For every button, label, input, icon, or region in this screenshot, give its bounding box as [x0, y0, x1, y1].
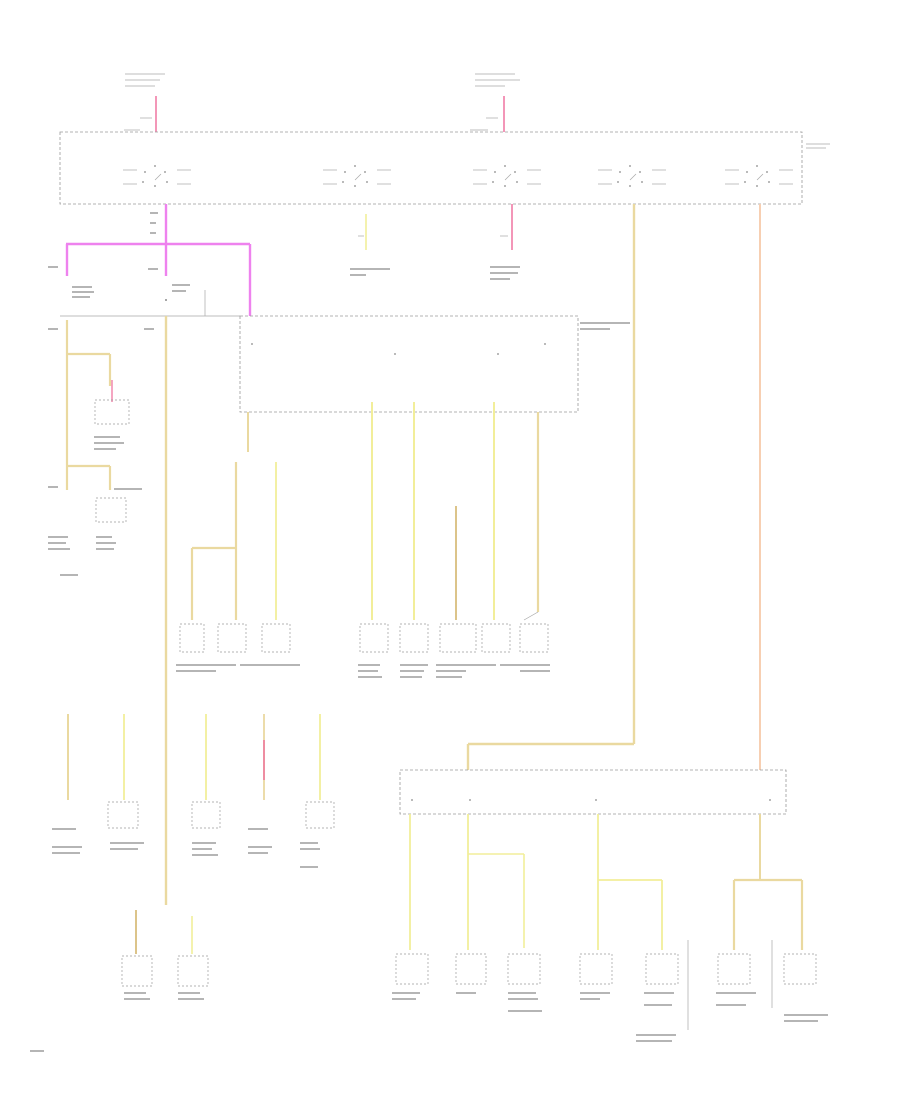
wire-mid-left-group — [190, 412, 277, 620]
wire-left-column — [65, 320, 113, 490]
component-rp-4 — [579, 953, 613, 985]
component-rp-1 — [395, 953, 429, 985]
fuse-stub-3 — [500, 204, 513, 250]
fuse-block-frame — [59, 131, 830, 205]
component-mr-5 — [519, 623, 549, 653]
wire-mid-right-group — [371, 402, 540, 621]
wire-lower-left-row — [67, 714, 321, 800]
component-mr-1 — [359, 623, 389, 653]
component-mr-2 — [399, 623, 429, 653]
component-ll-2 — [191, 801, 221, 829]
component-rp-3 — [507, 953, 541, 985]
component-left-2 — [95, 497, 127, 523]
component-left-1 — [94, 399, 130, 425]
component-mid-1 — [179, 623, 205, 653]
wire-bottom-left — [135, 910, 193, 954]
ignition-switch-2 — [323, 165, 391, 187]
top-mid-feed — [470, 73, 520, 132]
ignition-switch-1 — [123, 165, 191, 187]
illegible-labels — [30, 212, 828, 1052]
component-bl-1 — [121, 955, 153, 987]
component-rp-2 — [455, 953, 487, 985]
fuse-stub-2 — [358, 214, 367, 250]
component-rp-5 — [645, 953, 679, 985]
component-rp-7 — [783, 953, 817, 985]
ignition-switch-5 — [725, 165, 793, 187]
component-ll-1 — [107, 801, 139, 829]
component-bl-2 — [177, 955, 209, 987]
ignition-switch-4 — [598, 165, 666, 187]
component-mr-3 — [439, 623, 477, 653]
left-relay-box — [60, 290, 240, 317]
wire-right-trunks — [466, 204, 761, 770]
central-junction-box — [239, 315, 579, 413]
component-ll-3 — [305, 801, 335, 829]
wire-pink-main — [65, 204, 252, 316]
component-rp-6 — [717, 953, 751, 985]
component-mr-4 — [481, 623, 511, 653]
component-mid-3 — [261, 623, 291, 653]
right-fuse-panel — [399, 769, 787, 815]
top-left-feed — [124, 73, 165, 132]
wire-right-panel-branches — [409, 814, 804, 950]
component-mid-2 — [217, 623, 247, 653]
ignition-switch-3 — [473, 165, 541, 187]
